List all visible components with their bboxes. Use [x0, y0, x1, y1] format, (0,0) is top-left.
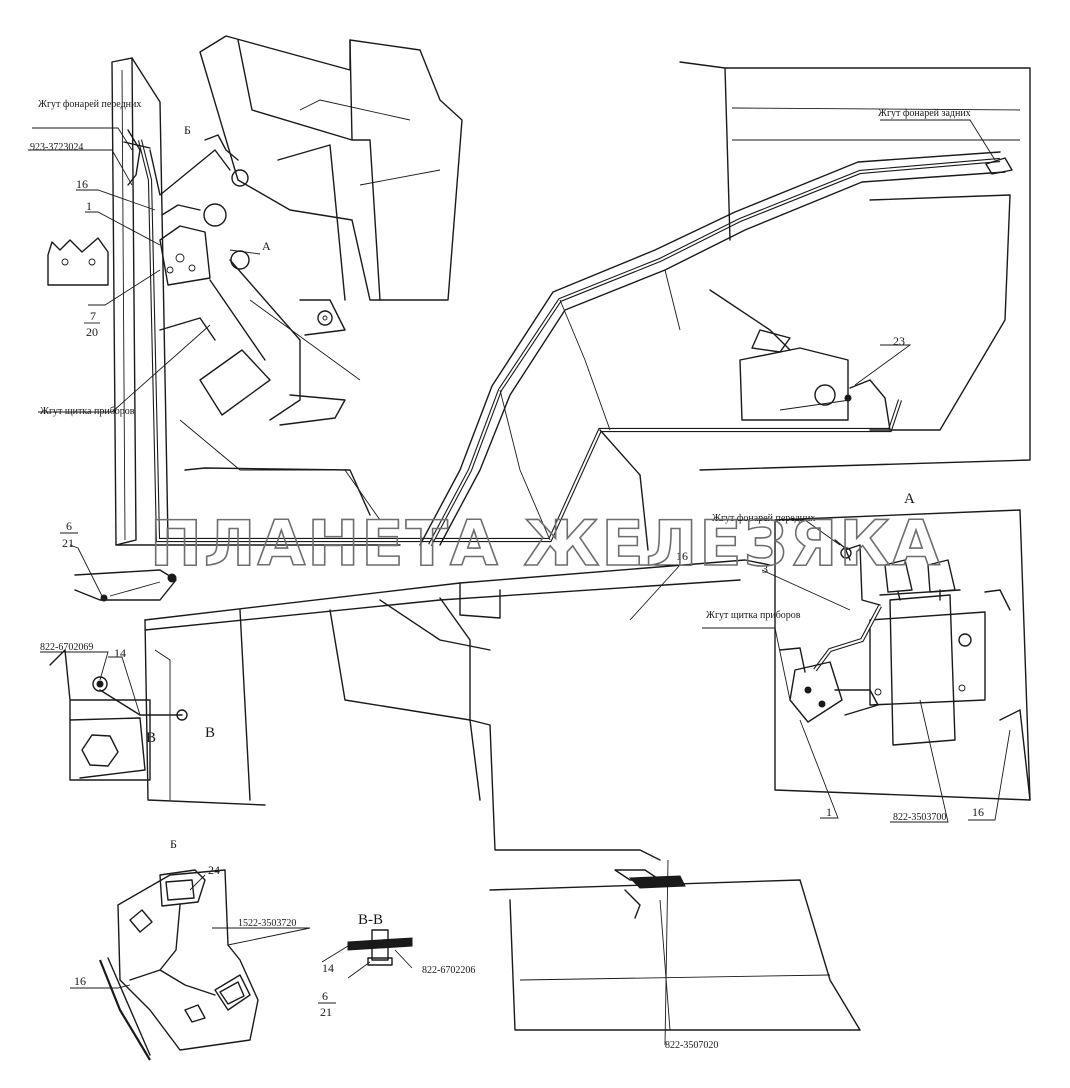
callout-14: 14: [114, 646, 126, 660]
callout-1-detail: 1: [826, 805, 832, 819]
callout-16-mid: 16: [676, 549, 688, 563]
section-v-marker-1: В: [146, 730, 156, 746]
left-lower-block: [49, 649, 188, 781]
view-b-marker: Б: [184, 123, 191, 137]
callout-16-detail: 16: [972, 805, 984, 819]
part-1522-3503720: 1522-3503720: [238, 918, 296, 929]
pedal-bracket: [199, 35, 463, 336]
detail-front-lamps-harness-label: Жгут фонарей передних: [712, 513, 815, 524]
view-b-title: Б: [170, 837, 177, 851]
callout-20: 20: [86, 325, 98, 339]
callout-6: 6: [66, 519, 72, 533]
front-lamps-harness-label-l1: Жгут фонарей передних: [38, 99, 141, 110]
callout-7: 7: [90, 309, 96, 323]
callout-24: 24: [208, 863, 220, 877]
section-vv: [347, 929, 413, 966]
rear-compartment: [679, 61, 1031, 471]
callout-1-top: 1: [86, 199, 92, 213]
view-a-marker: А: [262, 239, 271, 253]
section-v-marker-2: В: [205, 725, 215, 741]
detail-a: [774, 509, 1031, 801]
cab-pillar: [111, 57, 401, 546]
callout-21-vv: 21: [320, 1005, 332, 1019]
watermark: ПЛАНЕТА ЖЕЛЕЗЯКА: [150, 507, 942, 580]
detail-dashboard-harness-label: Жгут щитка приборов: [706, 610, 801, 621]
small-bracket: [47, 237, 109, 286]
callout-21: 21: [62, 536, 74, 550]
rear-lamps-harness-label: Жгут фонарей задних: [878, 108, 971, 119]
callout-16-b: 16: [74, 974, 86, 988]
callout-16-top: 16: [76, 177, 88, 191]
part-822-3503700: 822-3503700: [893, 812, 946, 823]
callout-14-vv: 14: [322, 961, 334, 975]
pedal-assembly: [159, 203, 381, 521]
front-lamps-harness-label: Жгут фонарей передних: [38, 99, 141, 110]
leader-lines: [28, 119, 1011, 1046]
part-822-3507020: 822-3507020: [665, 1040, 718, 1051]
section-vv-title: В-В: [358, 912, 383, 928]
floor-tunnel: [419, 151, 1006, 551]
callout-3: 3: [762, 562, 768, 576]
detail-b: [98, 869, 259, 1061]
harness-clip-left: [74, 569, 177, 602]
callout-23: 23: [893, 334, 905, 348]
lower-floor: [144, 559, 861, 1031]
part-822-6702206: 822-6702206: [422, 965, 475, 976]
callout-6-vv: 6: [322, 989, 328, 1003]
view-a-title: А: [904, 491, 915, 507]
dashboard-harness-label: Жгут щитка приборов: [40, 406, 135, 417]
part-822-6702069: 822-6702069: [40, 642, 93, 653]
part-923-3723024: 923-3723024: [30, 142, 83, 153]
